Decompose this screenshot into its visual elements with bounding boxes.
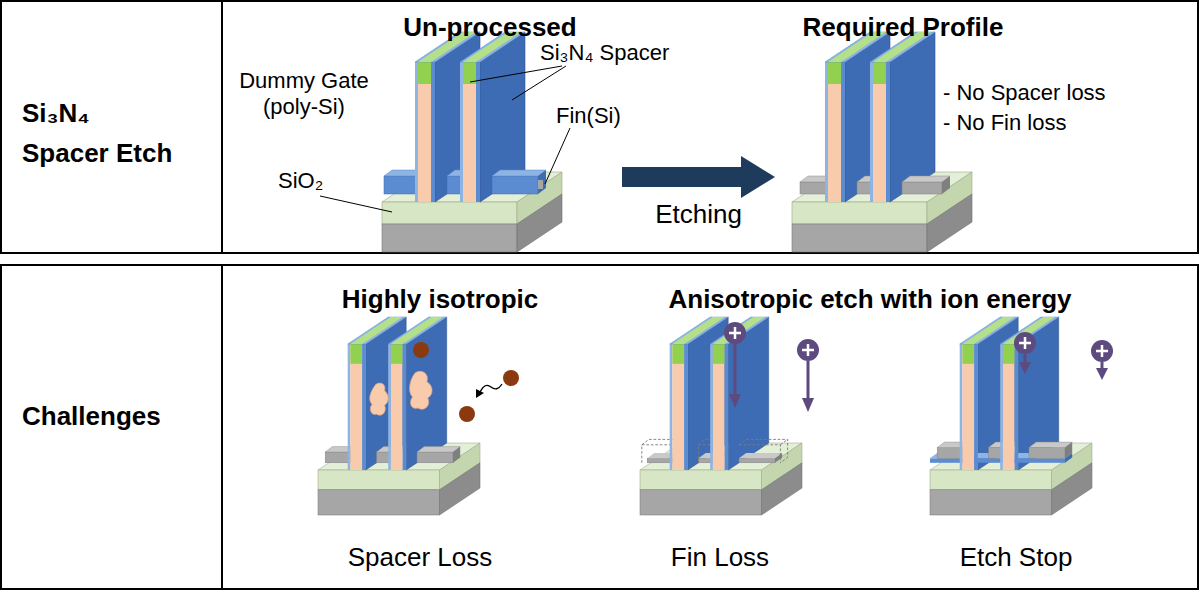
- leader-line: [470, 66, 562, 82]
- dummy-gate: [710, 317, 769, 470]
- cell-divider: [221, 1, 223, 253]
- part-label: Fin(Si): [556, 103, 666, 129]
- process-arrow: [622, 156, 775, 198]
- cell-divider: [221, 265, 223, 589]
- panel-heading: Highly isotropic: [318, 284, 562, 314]
- arrow-head: [476, 389, 484, 398]
- row-frame: [1, 1, 1198, 253]
- row-frame: [1, 265, 1198, 589]
- part-label: Dummy Gate (poly-Si): [233, 68, 375, 120]
- radical: [503, 370, 519, 386]
- leader-line: [545, 128, 570, 184]
- panel-heading: Anisotropic etch with ion energy: [610, 284, 1130, 314]
- illustration-panel: Highly isotropicSpacer Loss: [318, 278, 562, 578]
- required-structure: [792, 32, 972, 252]
- row-label: Si₃N₄ Spacer Etch: [22, 93, 176, 173]
- fin-loss-structure: [640, 317, 802, 515]
- row-label-cell: Si₃N₄ Spacer Etch: [0, 0, 222, 254]
- dummy-gate: [1000, 317, 1058, 470]
- panel-heading: Un-processed: [372, 12, 608, 42]
- leader-line: [512, 66, 566, 100]
- ion-arrow: [797, 339, 819, 412]
- ion-arrow: [724, 322, 746, 408]
- illustration-panel: Fin Loss: [620, 278, 820, 578]
- panel-heading: Required Profile: [780, 12, 1026, 42]
- row-label-cell: Challenges: [0, 266, 222, 590]
- illustration-panel: Etch Stop: [916, 278, 1116, 578]
- part-label: SiO₂: [278, 168, 368, 194]
- etch-stop-structure: [930, 317, 1092, 515]
- spacer-loss-structure: [318, 317, 480, 515]
- panel-caption: Etch Stop: [916, 542, 1116, 572]
- ion-arrow: [1014, 332, 1036, 374]
- row-label: Challenges: [22, 401, 212, 431]
- requirement-note: - No Fin loss: [943, 110, 1183, 136]
- exposed-poly: [370, 383, 389, 415]
- unprocessed-structure: [382, 32, 562, 252]
- radical: [459, 406, 475, 422]
- diffusion-path: [480, 384, 502, 392]
- dummy-gate: [460, 32, 525, 202]
- exposed-poly: [410, 371, 433, 409]
- panel-caption: Spacer Loss: [298, 542, 542, 572]
- panel-caption: Fin Loss: [620, 542, 820, 572]
- ion-arrow: [1091, 340, 1113, 380]
- radical: [413, 342, 429, 358]
- dummy-gate: [388, 317, 447, 470]
- leader-line: [320, 196, 392, 212]
- arrow-label: Etching: [619, 199, 779, 229]
- requirement-note: - No Spacer loss: [943, 80, 1183, 106]
- dummy-gate: [870, 32, 935, 202]
- part-label: Si₃N₄ Spacer: [540, 40, 720, 66]
